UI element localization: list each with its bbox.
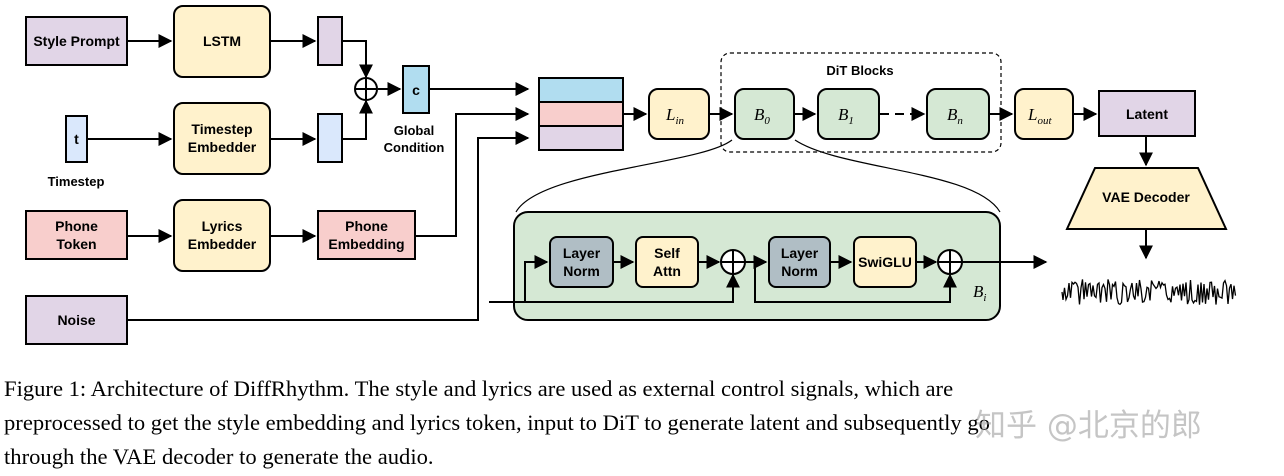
connectors	[88, 34, 1153, 321]
layer-norm-1: Layer Norm	[549, 236, 614, 288]
bn-sub: n	[957, 115, 963, 127]
svg-text:Bn: Bn	[947, 105, 963, 127]
audio-waveform	[1061, 279, 1237, 306]
layer-norm-2: Layer Norm	[768, 236, 831, 288]
concat-noise-row	[538, 125, 624, 151]
style-prompt-label: Style Prompt	[33, 33, 120, 49]
lout-main: L	[1027, 105, 1037, 124]
sum-node	[354, 77, 378, 101]
concat-input-stack	[538, 77, 624, 151]
timestep-symbol: t	[74, 131, 79, 147]
phone-token-line2: Token	[56, 236, 96, 252]
lout-box: Lout	[1014, 88, 1074, 140]
phone-token-line1: Phone	[55, 218, 98, 234]
lout-sub: out	[1037, 115, 1052, 127]
layer-norm-2-line1: Layer	[781, 245, 819, 261]
self-attn-line1: Self	[654, 245, 680, 261]
figure-caption: Figure 1: Architecture of DiffRhythm. Th…	[4, 372, 1282, 474]
self-attn-box: Self Attn	[635, 236, 699, 288]
lstm-box: LSTM	[173, 5, 271, 78]
dit-blocks-group	[720, 52, 1002, 153]
residual-add-1	[720, 249, 746, 275]
b0-sub: 0	[764, 115, 770, 127]
noise-label: Noise	[57, 312, 95, 328]
layer-norm-1-line1: Layer	[563, 245, 601, 261]
lin-main: L	[665, 105, 675, 124]
b1-main: B	[838, 105, 849, 124]
svg-text:Lout: Lout	[1027, 105, 1052, 127]
caption-line-2: preprocessed to get the style embedding …	[4, 410, 990, 435]
b1-box: B1	[817, 88, 880, 140]
layer-norm-1-line2: Norm	[563, 263, 600, 279]
timestep-embedder-box: Timestep Embedder	[173, 102, 271, 175]
noise-box: Noise	[25, 295, 128, 345]
swiglu-label: SwiGLU	[858, 254, 912, 270]
global-condition: c Global Condition	[384, 65, 445, 155]
phone-embedding-line1: Phone	[345, 218, 388, 234]
architecture-diagram: Style Prompt LSTM t Timestep Timestep Em…	[25, 5, 1237, 345]
self-attn-line2: Attn	[653, 263, 681, 279]
style-prompt-box: Style Prompt	[25, 16, 128, 66]
watermark: 知乎 @北京的郎	[975, 408, 1202, 444]
bi-main: B	[973, 282, 984, 301]
layer-norm-2-line2: Norm	[781, 263, 818, 279]
timestep-embedder-line1: Timestep	[191, 121, 252, 137]
bn-box: Bn	[926, 88, 990, 140]
lstm-label: LSTM	[203, 33, 241, 49]
residual-add-2	[937, 249, 963, 275]
b1-sub: 1	[848, 115, 854, 127]
concat-condition-row	[538, 77, 624, 103]
b0-box: B0	[734, 88, 795, 140]
style-embedding-vector	[317, 16, 343, 66]
phone-embedding-box: Phone Embedding	[317, 210, 416, 260]
b0-main: B	[754, 105, 765, 124]
lyrics-embedder-line2: Embedder	[188, 236, 257, 252]
svg-text:B1: B1	[838, 105, 854, 127]
bi-label: Bi	[973, 282, 986, 304]
lyrics-embedder-box: Lyrics Embedder	[173, 199, 271, 272]
condition-symbol: c	[412, 82, 420, 98]
timestep-input: t Timestep	[48, 115, 105, 189]
lyrics-embedder-line1: Lyrics	[202, 218, 243, 234]
dit-blocks-label: DiT Blocks	[826, 63, 893, 78]
bn-main: B	[947, 105, 958, 124]
concat-lyrics-row	[538, 101, 624, 127]
vae-decoder-label: VAE Decoder	[1102, 189, 1190, 205]
caption-line-1: Figure 1: Architecture of DiffRhythm. Th…	[4, 376, 954, 401]
timestep-label: Timestep	[48, 174, 105, 189]
phone-token-box: Phone Token	[25, 210, 128, 260]
svg-text:Lin: Lin	[665, 105, 685, 127]
phone-embedding-line2: Embedding	[328, 236, 404, 252]
caption-line-3: through the VAE decoder to generate the …	[4, 444, 434, 469]
latent-label: Latent	[1126, 106, 1168, 122]
swiglu-box: SwiGLU	[853, 236, 917, 288]
global-condition-line1: Global	[394, 123, 434, 138]
global-condition-line2: Condition	[384, 140, 445, 155]
latent-box: Latent	[1098, 90, 1196, 137]
svg-text:B0: B0	[754, 105, 770, 127]
vae-decoder-box: VAE Decoder	[1065, 167, 1228, 230]
timestep-embedding-vector	[317, 113, 343, 163]
block-detail-connectors	[489, 255, 1048, 303]
lin-sub: in	[675, 115, 684, 127]
lin-box: Lin	[648, 88, 710, 140]
timestep-embedder-line2: Embedder	[188, 139, 257, 155]
bi-sub: i	[983, 292, 986, 304]
